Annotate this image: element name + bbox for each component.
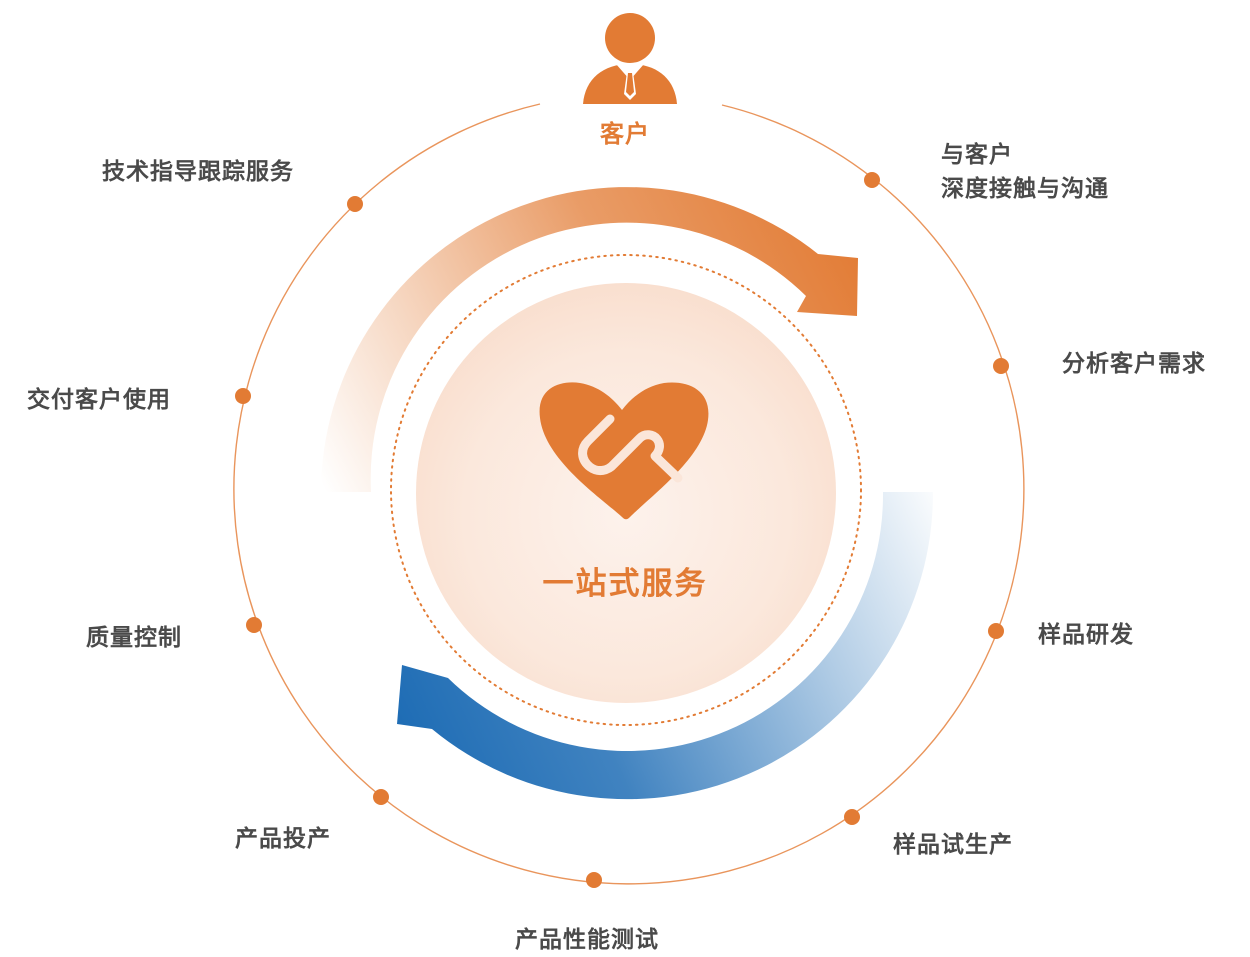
- step-label-contact-line-2: 深度接触与沟通: [941, 176, 1109, 202]
- step-dot-9: [347, 196, 363, 212]
- blue-cycle-arrow: [397, 492, 934, 800]
- step-dot-7: [246, 617, 262, 633]
- step-dot-5: [586, 872, 602, 888]
- step-label-sample-rd: 样品研发: [1038, 622, 1134, 648]
- step-label-tech-support: 技术指导跟踪服务: [102, 159, 294, 185]
- person-with-tie-icon: [583, 13, 677, 104]
- step-dot-8: [235, 388, 251, 404]
- step-label-contact: 与客户 深度接触与沟通: [941, 138, 1109, 206]
- step-label-analysis: 分析客户需求: [1062, 351, 1206, 377]
- heart-handshake-icon: [539, 382, 709, 520]
- customer-label: 客户: [600, 120, 650, 148]
- step-dot-4: [844, 809, 860, 825]
- step-label-performance-test: 产品性能测试: [515, 927, 659, 953]
- outer-ring: [233, 103, 1025, 885]
- orange-cycle-arrow: [321, 187, 858, 492]
- step-dot-6: [373, 789, 389, 805]
- center-title: 一站式服务: [542, 566, 708, 602]
- step-label-contact-line-1: 与客户: [941, 142, 1013, 168]
- step-dot-1: [864, 172, 880, 188]
- step-label-delivery: 交付客户使用: [27, 387, 171, 413]
- step-label-trial-production: 样品试生产: [893, 832, 1013, 858]
- step-dot-3: [988, 623, 1004, 639]
- step-dot-2: [993, 358, 1009, 374]
- step-label-mass-production: 产品投产: [235, 826, 331, 852]
- dotted-ring: [390, 254, 862, 726]
- step-dots: [235, 172, 1009, 888]
- step-label-quality-control: 质量控制: [86, 625, 182, 651]
